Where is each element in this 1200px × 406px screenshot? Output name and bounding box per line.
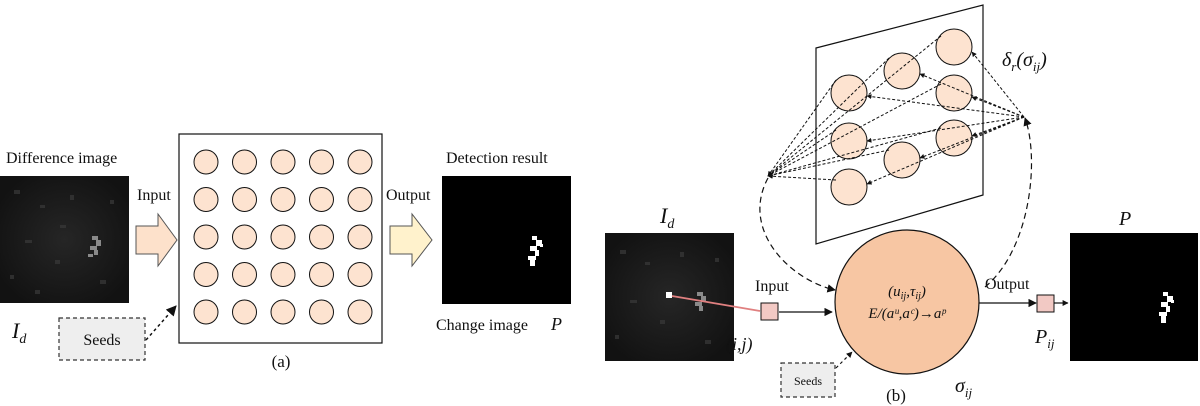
pixel-coord-label: (i,j) xyxy=(726,334,753,355)
grid-neuron xyxy=(270,299,296,325)
curve-left-to-neuron xyxy=(759,177,836,293)
pij-label: Pij xyxy=(1034,326,1055,351)
input-arrow-a xyxy=(135,212,178,268)
caption-a: (a) xyxy=(272,352,291,371)
grid-neuron xyxy=(193,187,219,212)
grid-neuron xyxy=(309,299,334,325)
grid-neuron xyxy=(309,149,334,175)
output-arrow-a xyxy=(389,212,433,268)
detection-result-label: Detection result xyxy=(446,150,548,167)
caption-b: (b) xyxy=(886,386,906,405)
grid-neuron xyxy=(270,224,296,250)
grid-neuron xyxy=(232,224,257,250)
neuron-rule: E/(aᵘ,aᶜ)→aᵖ xyxy=(867,306,946,322)
grid-neuron xyxy=(232,187,257,212)
grid-neuron xyxy=(193,149,219,175)
neighbor-neurons xyxy=(830,28,973,206)
grid-neuron xyxy=(232,149,257,175)
grid-neuron xyxy=(270,262,296,287)
pixel-link xyxy=(671,295,761,312)
grid-neuron xyxy=(309,262,334,287)
grid-neuron xyxy=(347,187,373,212)
seeds-arrow-b xyxy=(835,351,853,369)
sigma-label: σij xyxy=(955,375,972,400)
output-label-a: Output xyxy=(386,187,431,204)
grid-neuron xyxy=(309,224,334,250)
change-image-label: Change image xyxy=(436,317,528,334)
seeds-arrow-a xyxy=(145,305,177,341)
grid-neuron xyxy=(309,187,334,212)
grid-neuron xyxy=(347,262,373,287)
output-pixel-box xyxy=(1036,294,1055,313)
curve-neuron-to-right xyxy=(984,117,1033,288)
delta-label: δr(σij) xyxy=(1002,49,1047,74)
seeds-box-a: Seeds xyxy=(58,317,146,361)
grid-neuron xyxy=(347,224,373,250)
p-label-a: P xyxy=(550,314,562,334)
central-neuron xyxy=(834,229,980,375)
synapse-arrows-right xyxy=(866,51,1025,185)
input-image-b xyxy=(605,233,734,361)
synapse-arrows-left xyxy=(767,35,942,181)
grid-neuron xyxy=(270,149,296,175)
difference-image xyxy=(0,176,129,303)
grid-neuron xyxy=(193,262,219,287)
input-label-a: Input xyxy=(137,187,171,204)
output-image-b xyxy=(1070,233,1198,361)
seeds-label-a: Seeds xyxy=(83,332,120,349)
output-label-b: Output xyxy=(985,276,1030,293)
grid-neuron xyxy=(193,224,219,250)
grid-neuron xyxy=(232,299,257,325)
neuron-grid xyxy=(193,149,373,325)
panel-b: δr(σij) Id (i,j) Input xyxy=(605,4,1198,405)
grid-neuron xyxy=(347,299,373,325)
grid-neuron xyxy=(270,187,296,212)
seeds-label-b: Seeds xyxy=(794,374,822,388)
p-label-b: P xyxy=(1118,208,1131,230)
panel-a: Difference image Id Seeds xyxy=(0,133,571,371)
neuron-state: (uij,τij) xyxy=(888,284,926,302)
input-label-b: Input xyxy=(755,278,789,295)
detection-result-image xyxy=(442,176,571,304)
difference-image-label: Difference image xyxy=(6,150,117,167)
input-pixel-box xyxy=(760,302,779,321)
grid-neuron xyxy=(193,299,219,325)
grid-neuron xyxy=(347,149,373,175)
grid-neuron xyxy=(232,262,257,287)
id-label-b: Id xyxy=(659,203,675,232)
selected-pixel xyxy=(666,292,672,298)
id-label-a: Id xyxy=(11,318,27,347)
seeds-box-b: Seeds xyxy=(780,362,836,398)
